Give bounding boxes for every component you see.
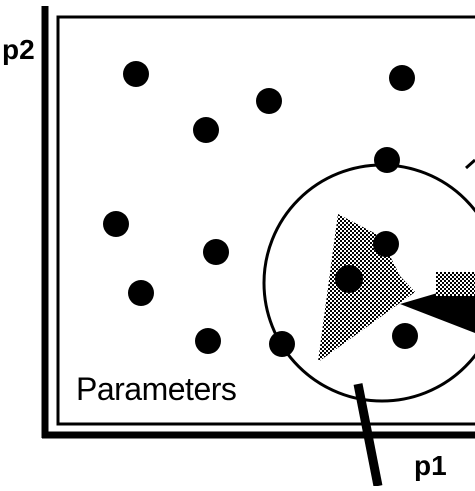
sample-point xyxy=(193,117,219,143)
sample-points xyxy=(103,61,418,357)
shaded-triangle-extension xyxy=(318,214,415,362)
x-axis-label: p1 xyxy=(414,450,447,481)
sample-point xyxy=(195,328,221,354)
pointer-line xyxy=(353,383,383,487)
sample-point xyxy=(373,231,399,257)
edge-tick-mark xyxy=(465,158,475,170)
sample-point xyxy=(103,211,129,237)
sample-point xyxy=(203,239,229,265)
sample-point xyxy=(392,323,418,349)
sample-point xyxy=(335,265,363,293)
arrow-shaft xyxy=(436,272,475,296)
sample-point xyxy=(128,280,154,306)
sample-point xyxy=(389,65,415,91)
region-label: Parameters xyxy=(76,371,237,407)
sample-point xyxy=(256,88,282,114)
y-axis-label: p2 xyxy=(2,34,35,65)
sample-point xyxy=(123,61,149,87)
sample-point xyxy=(269,331,295,357)
parameter-region-box xyxy=(56,15,475,426)
sample-point xyxy=(374,147,400,173)
